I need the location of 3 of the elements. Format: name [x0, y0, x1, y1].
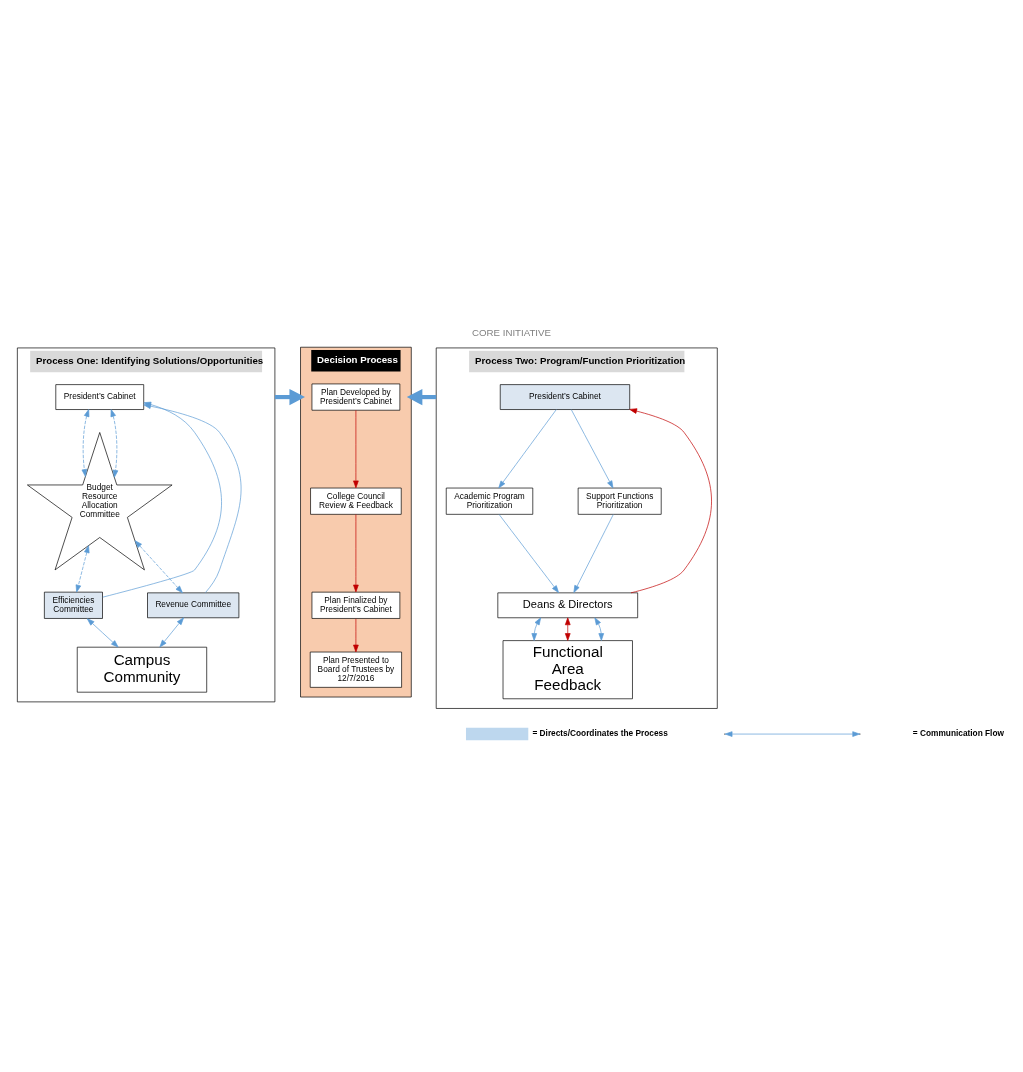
diagram-title: CORE INITIATIVE: [472, 326, 551, 338]
legend-label: = Directs/Coordinates the Process: [532, 727, 668, 738]
legend-label: = Communication Flow: [912, 727, 1004, 738]
